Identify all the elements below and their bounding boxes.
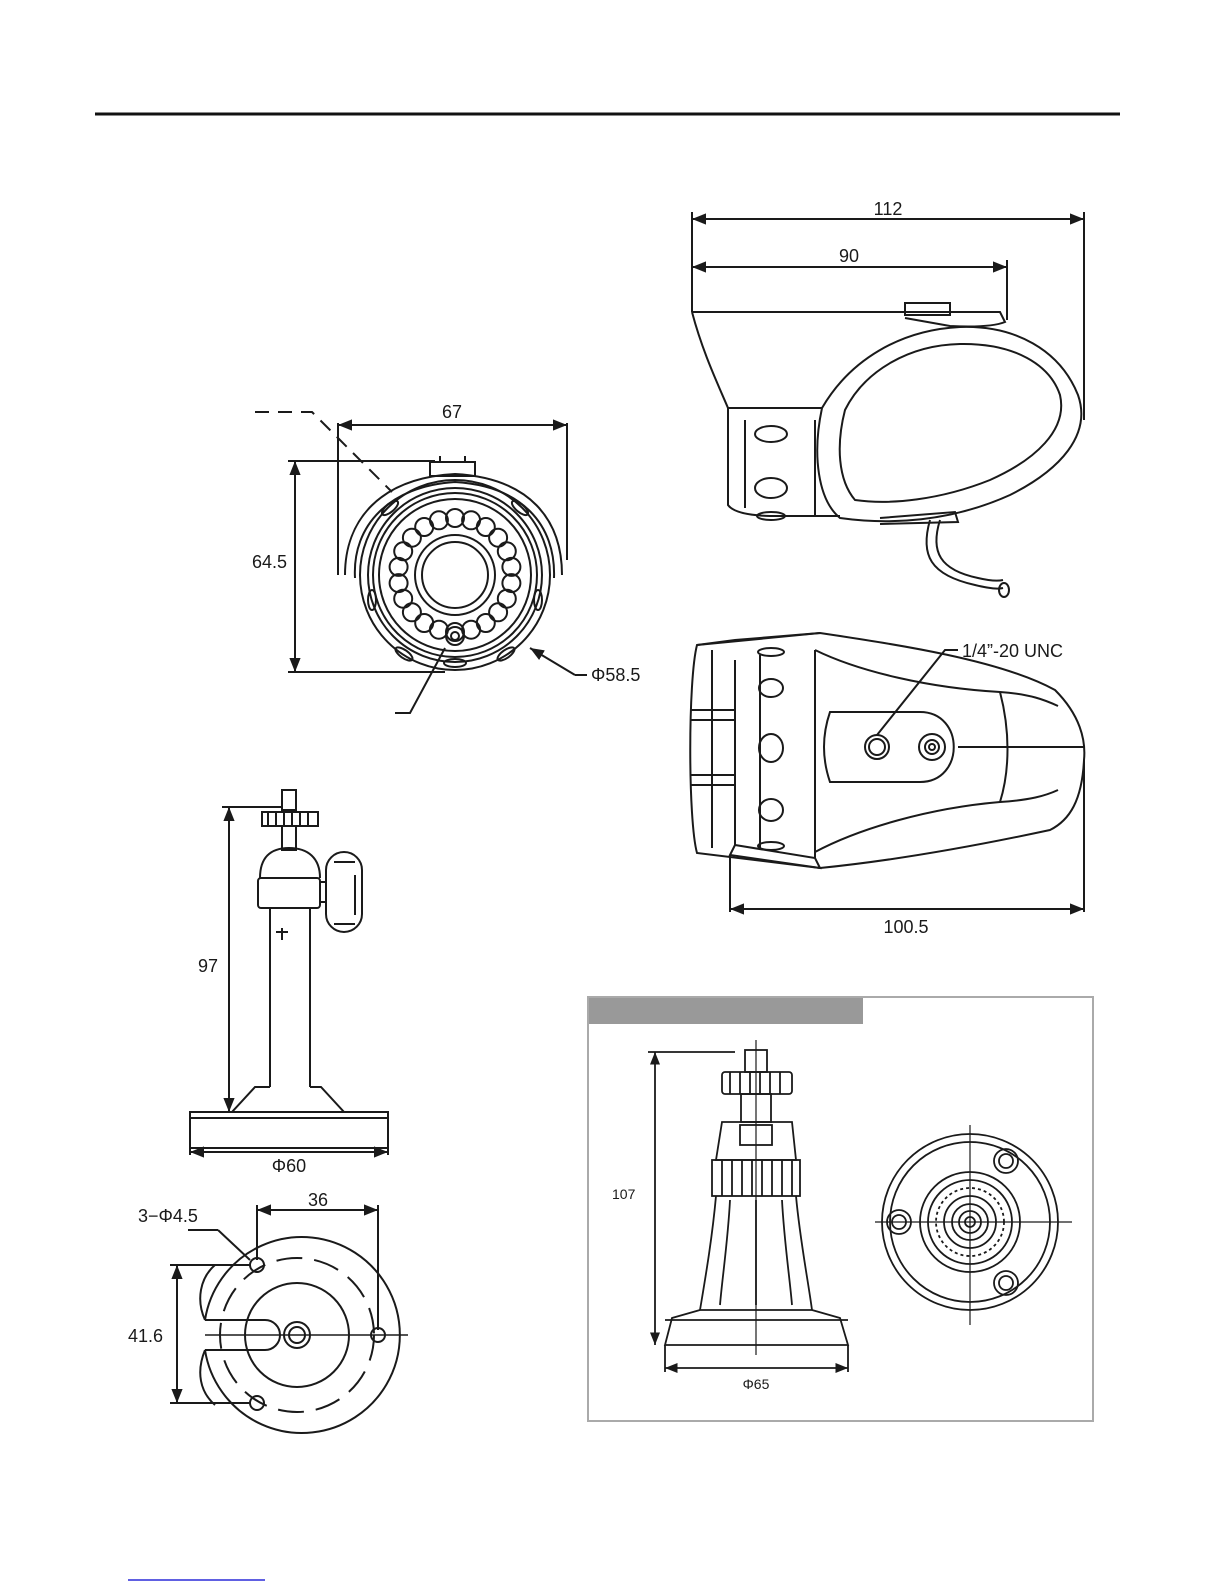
bottom-length-label: 100.5 [883,917,928,937]
bracket-height-label: 97 [198,956,218,976]
alt-bracket-top-view [875,1125,1072,1325]
front-diameter-label: Φ58.5 [591,665,640,685]
ir-led [394,542,412,560]
camera-front-view [255,412,587,713]
camera-bottom-view [690,633,1084,912]
bottom-thread-label: 1/4”-20 UNC [962,641,1063,661]
side-body-length-label: 90 [839,246,859,266]
bracket-base-view [170,1205,408,1433]
alt-bracket-side-view [648,1040,848,1372]
ir-led [403,529,421,547]
side-overall-length-label: 112 [874,199,903,219]
ir-led [446,509,464,527]
ir-led [415,614,433,632]
ir-led [462,621,480,639]
alt-bracket-diameter-label: Φ65 [743,1376,770,1392]
ir-led [477,518,495,536]
alt-bracket-panel [588,997,1093,1421]
alt-bracket-height-label: 107 [612,1186,636,1202]
bracket-diameter-label: Φ60 [272,1156,306,1176]
front-height-label: 64.5 [252,552,287,572]
ir-led [489,603,507,621]
ir-led [498,590,516,608]
ir-led [489,529,507,547]
camera-side-view [692,212,1084,597]
base-spacing-y-label: 41.6 [128,1326,163,1346]
bracket-side-view [190,790,388,1155]
ir-led [403,603,421,621]
alt-bracket-panel-header [589,998,863,1024]
base-spacing-x-label: 36 [308,1190,328,1210]
base-holes-label: 3−Φ4.5 [138,1206,198,1226]
ir-led [430,511,448,529]
front-width-label: 67 [442,402,462,422]
front-ir-led-ring [390,509,521,641]
